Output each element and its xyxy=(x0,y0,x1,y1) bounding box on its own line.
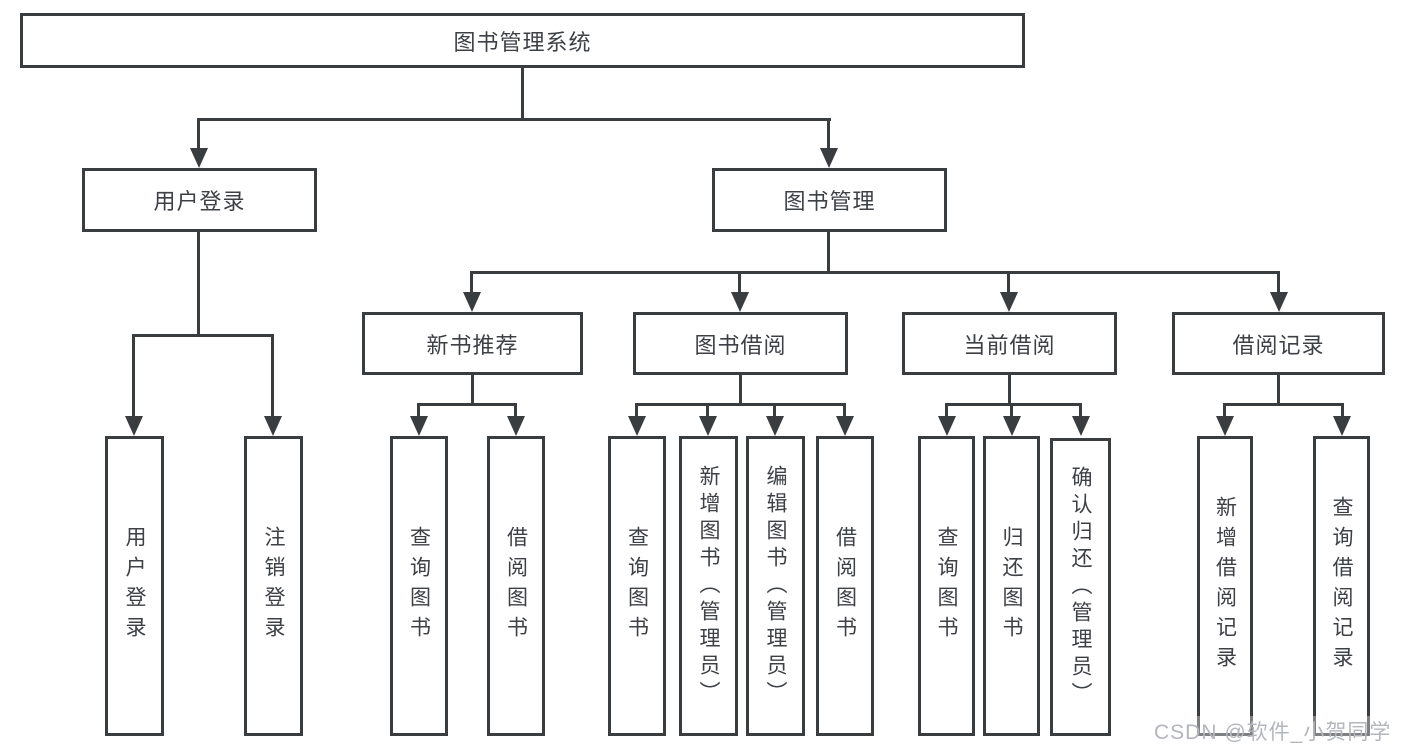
leaf-add-borrow-record: 新增借阅记录 xyxy=(1197,436,1253,736)
connector-line xyxy=(843,405,846,418)
connector-line xyxy=(470,271,1280,274)
arrow-down-icon xyxy=(938,416,956,436)
node-label: 确认归还（管理员） xyxy=(1069,465,1092,709)
connector-line xyxy=(417,403,517,406)
arrow-down-icon xyxy=(190,148,208,168)
arrow-down-icon xyxy=(1000,292,1018,312)
node-new-book-recommend: 新书推荐 xyxy=(362,312,583,375)
node-current-borrowing: 当前借阅 xyxy=(902,312,1117,375)
arrow-down-icon xyxy=(731,292,749,312)
node-label: 查询借阅记录 xyxy=(1330,496,1353,676)
connector-line xyxy=(197,120,200,152)
node-label: 图书管理系统 xyxy=(453,29,592,55)
connector-line xyxy=(739,375,742,406)
connector-line xyxy=(514,405,517,418)
node-book-borrowing: 图书借阅 xyxy=(633,312,848,375)
connector-line xyxy=(1010,405,1013,418)
connector-line xyxy=(706,405,709,418)
connector-line xyxy=(773,405,776,418)
arrow-down-icon xyxy=(264,416,282,436)
connector-line xyxy=(738,273,741,295)
connector-line xyxy=(827,232,830,273)
arrow-down-icon xyxy=(1003,416,1021,436)
node-label: 用户登录 xyxy=(123,526,146,646)
connector-line xyxy=(945,405,948,418)
node-root-system: 图书管理系统 xyxy=(20,13,1025,68)
node-label: 归还图书 xyxy=(1000,526,1023,646)
leaf-logout: 注销登录 xyxy=(244,436,303,736)
leaf-borrow-books-recommend: 借阅图书 xyxy=(487,436,545,736)
node-label: 借阅图书 xyxy=(833,526,857,646)
connector-line xyxy=(471,375,474,406)
node-label: 查询图书 xyxy=(935,526,958,646)
connector-line xyxy=(1079,405,1082,418)
node-label: 新书推荐 xyxy=(426,332,519,358)
node-label: 图书借阅 xyxy=(694,332,787,358)
connector-line xyxy=(132,336,135,418)
arrow-down-icon xyxy=(628,416,646,436)
node-label: 借阅图书 xyxy=(504,526,528,646)
connector-line xyxy=(1223,403,1344,406)
connector-line xyxy=(1008,375,1011,406)
arrow-down-icon xyxy=(463,292,481,312)
node-label: 查询图书 xyxy=(625,526,649,646)
arrow-down-icon xyxy=(507,416,525,436)
leaf-return-books: 归还图书 xyxy=(983,436,1040,736)
connector-line xyxy=(827,120,830,152)
connector-line xyxy=(1277,375,1280,406)
connector-line xyxy=(1341,405,1344,418)
node-borrow-records: 借阅记录 xyxy=(1172,312,1385,375)
node-user-login: 用户登录 xyxy=(82,168,317,232)
leaf-add-books-admin: 新增图书（管理员） xyxy=(679,436,738,736)
connector-line xyxy=(1277,273,1280,295)
node-label: 借阅记录 xyxy=(1232,332,1325,358)
connector-line xyxy=(132,334,274,337)
node-book-management: 图书管理 xyxy=(712,168,947,232)
arrow-down-icon xyxy=(1072,416,1090,436)
connector-line xyxy=(635,403,846,406)
connector-line xyxy=(271,336,274,418)
arrow-down-icon xyxy=(125,416,143,436)
connector-line xyxy=(197,118,831,121)
leaf-query-books-borrowing: 查询图书 xyxy=(608,436,666,736)
arrow-down-icon xyxy=(836,416,854,436)
connector-line xyxy=(197,232,200,336)
node-label: 编辑图书（管理员） xyxy=(764,464,787,708)
arrow-down-icon xyxy=(1216,416,1234,436)
connector-line xyxy=(945,403,1082,406)
leaf-query-books-current: 查询图书 xyxy=(918,436,975,736)
connector-line xyxy=(470,273,473,295)
node-label: 图书管理 xyxy=(783,189,876,214)
leaf-confirm-return-admin: 确认归还（管理员） xyxy=(1050,438,1111,736)
csdn-watermark: CSDN @软件_小贺同学 xyxy=(1152,716,1394,746)
node-label: 新增图书（管理员） xyxy=(697,464,720,708)
connector-line xyxy=(521,68,524,120)
node-label: 注销登录 xyxy=(262,526,285,646)
arrow-down-icon xyxy=(410,416,428,436)
connector-line xyxy=(1007,273,1010,295)
connector-line xyxy=(635,405,638,418)
node-label: 用户登录 xyxy=(153,189,246,214)
arrow-down-icon xyxy=(766,416,784,436)
leaf-query-borrow-record: 查询借阅记录 xyxy=(1313,436,1370,736)
arrow-down-icon xyxy=(699,416,717,436)
leaf-edit-books-admin: 编辑图书（管理员） xyxy=(746,436,805,736)
leaf-query-books-recommend: 查询图书 xyxy=(390,436,448,736)
arrow-down-icon xyxy=(1270,292,1288,312)
connector-line xyxy=(1223,405,1226,418)
node-label: 当前借阅 xyxy=(963,332,1056,358)
arrow-down-icon xyxy=(1333,416,1351,436)
node-label: 新增借阅记录 xyxy=(1213,496,1237,676)
leaf-borrow-books: 借阅图书 xyxy=(816,436,874,736)
leaf-user-login: 用户登录 xyxy=(105,436,164,736)
node-label: 查询图书 xyxy=(407,526,431,646)
arrow-down-icon xyxy=(820,148,838,168)
connector-line xyxy=(417,405,420,418)
